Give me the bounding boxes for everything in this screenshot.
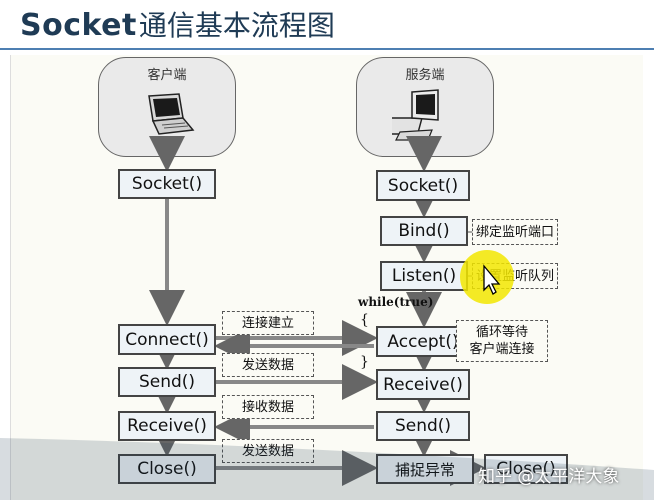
- loop-brace-end: }: [360, 354, 369, 370]
- server-socket-step: Socket(): [376, 170, 470, 201]
- loop-label: while(true): [358, 295, 434, 309]
- title-prefix: Socket: [20, 8, 137, 43]
- accept-note-line2: 客户端连接: [469, 342, 535, 357]
- server-close-step: Close(): [484, 454, 568, 484]
- client-close-step: Close(): [118, 454, 216, 484]
- watermark: 知乎 @太平洋大象: [478, 467, 620, 487]
- accept-note: 循环等待 客户端连接: [456, 320, 548, 362]
- client-socket-step: Socket(): [118, 169, 216, 199]
- cursor-highlight: [460, 250, 514, 304]
- connect-note: 连接建立: [222, 311, 314, 335]
- server-send-step: Send(): [376, 411, 470, 441]
- receive-note: 接收数据: [222, 395, 314, 419]
- bind-note: 绑定监听端口: [472, 219, 558, 245]
- server-exception-step: 捕捉异常: [376, 454, 474, 484]
- server-label: 服务端: [405, 68, 445, 83]
- client-label: 客户端: [147, 68, 187, 83]
- laptop-icon: [148, 93, 195, 135]
- accept-note-line1: 循环等待: [475, 325, 528, 340]
- loop-brace: {: [360, 312, 369, 328]
- server-listen-step: Listen(): [380, 261, 468, 291]
- server-receive-step: Receive(): [376, 369, 470, 400]
- client-send-step: Send(): [118, 367, 216, 397]
- server-bind-step: Bind(): [380, 216, 468, 246]
- title-rule: [0, 48, 654, 50]
- title-suffix: 通信基本流程图: [138, 9, 335, 42]
- close-note: 发送数据: [222, 439, 314, 463]
- page-title: Socket 通信基本流程图: [20, 4, 335, 48]
- client-connect-step: Connect(): [118, 324, 216, 355]
- client-receive-step: Receive(): [118, 411, 216, 441]
- send-note: 发送数据: [222, 353, 314, 377]
